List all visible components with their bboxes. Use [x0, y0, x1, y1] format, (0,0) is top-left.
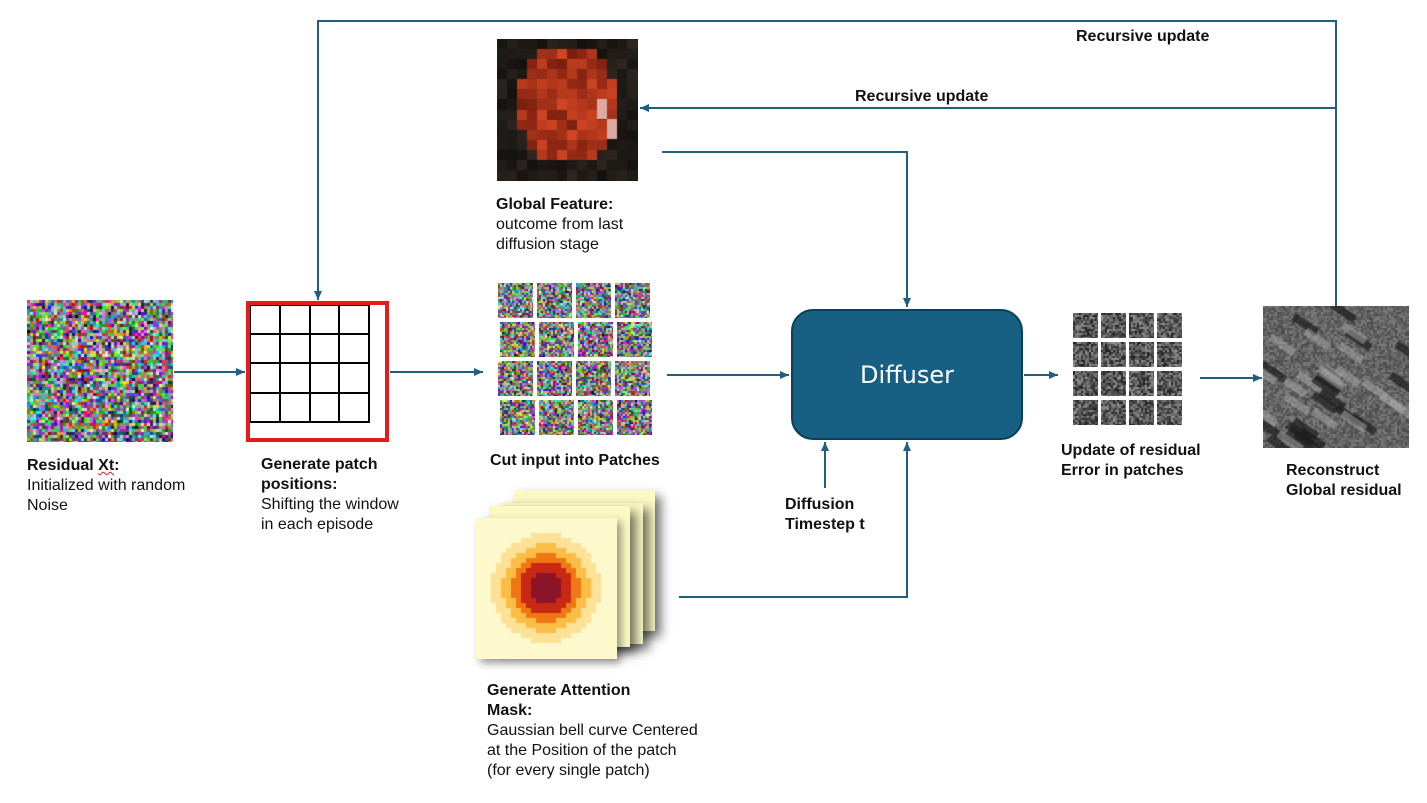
noise-patch-tile — [576, 361, 611, 396]
attention-mask-line2: at the Position of the patch — [487, 742, 677, 759]
global-feature-title: Global Feature: — [496, 196, 614, 213]
noise-patch-tile — [539, 400, 574, 435]
recursive-update-inner-label: Recursive update — [855, 88, 989, 105]
recursive-update-outer-label: Recursive update — [1076, 28, 1210, 45]
residual-line1: Initialized with random — [27, 477, 186, 494]
update-patch-tile — [1157, 371, 1182, 396]
diffuser-label: Diffuser — [859, 360, 955, 389]
noise-patch-tile — [615, 361, 650, 396]
patch-positions-label: Generate patch positions: Shifting the w… — [261, 455, 399, 535]
cut-patches-label: Cut input into Patches — [490, 452, 660, 469]
update-residual-label: Update of residual Error in patches — [1061, 441, 1201, 481]
residual-title: Residual Xt: — [27, 457, 120, 474]
noise-patch-tile — [576, 283, 611, 318]
update-patch-tile — [1157, 313, 1182, 338]
update-patch-tile — [1157, 342, 1182, 367]
update-patch-tile — [1073, 371, 1098, 396]
global-feature-image — [497, 39, 638, 181]
noise-patch-tile — [617, 322, 652, 357]
reconstruct-line1: Reconstruct — [1286, 462, 1380, 479]
noise-patch-tile — [500, 322, 535, 357]
arrow-mask-to-diffuser — [679, 442, 911, 598]
noise-patch-tile — [617, 400, 652, 435]
reconstruct-line2: Global residual — [1286, 482, 1402, 499]
reconstruct-label: Reconstruct Global residual — [1286, 461, 1402, 501]
update-patch-tile — [1073, 400, 1098, 425]
update-patch-tile — [1129, 371, 1154, 396]
attention-mask-label: Generate Attention Mask: Gaussian bell c… — [487, 681, 698, 781]
patch-positions-line1: Shifting the window — [261, 496, 399, 513]
noise-patch-tile — [500, 400, 535, 435]
update-patch-tile — [1101, 342, 1126, 367]
noise-patch-tile — [537, 361, 572, 396]
update-patch-tile — [1073, 313, 1098, 338]
update-patch-tile — [1101, 400, 1126, 425]
attention-mask-line1: Gaussian bell curve Centered — [487, 722, 698, 739]
update-patch-tile — [1073, 342, 1098, 367]
global-feature-line1: outcome from last — [496, 216, 624, 233]
update-residual-line1: Update of residual — [1061, 442, 1201, 459]
timestep-line1: Diffusion — [785, 496, 855, 513]
patch-positions-title2: positions: — [261, 476, 338, 493]
attention-mask-title1: Generate Attention — [487, 682, 631, 699]
diffuser-block: Diffuser — [791, 309, 1023, 440]
update-residual-line2: Error in patches — [1061, 462, 1184, 479]
attention-mask-image — [476, 518, 617, 659]
noise-patch-tile — [578, 322, 613, 357]
noise-patch-tile — [578, 400, 613, 435]
global-feature-line2: diffusion stage — [496, 236, 599, 253]
attention-mask-title2: Mask: — [487, 702, 533, 719]
noise-patch-tile — [615, 283, 650, 318]
noise-patch-tile — [498, 283, 533, 318]
update-patch-tile — [1129, 400, 1154, 425]
timestep-label: Diffusion Timestep t — [785, 495, 865, 535]
timestep-line2: Timestep t — [785, 516, 865, 533]
attention-mask-line3: (for every single patch) — [487, 762, 650, 779]
update-patch-tile — [1101, 371, 1126, 396]
residual-line2: Noise — [27, 497, 68, 514]
noise-patch-tile — [537, 283, 572, 318]
noise-patch-tile — [539, 322, 574, 357]
global-feature-label: Global Feature: outcome from last diffus… — [496, 195, 623, 255]
patch-positions-title1: Generate patch — [261, 456, 378, 473]
update-patch-tile — [1129, 313, 1154, 338]
update-patch-tile — [1157, 400, 1182, 425]
residual-label: Residual Xt: Initialized with random Noi… — [27, 456, 185, 516]
noise-patches — [498, 283, 653, 438]
arrow-recursive-outer — [314, 20, 1337, 306]
update-patch-tile — [1101, 313, 1126, 338]
reconstructed-residual-image — [1263, 306, 1409, 448]
update-patch-tile — [1129, 342, 1154, 367]
noise-patch-tile — [498, 361, 533, 396]
arrow-global-feature-to-diffuser — [662, 151, 911, 307]
patch-positions-line2: in each episode — [261, 516, 374, 533]
residual-noise-image — [27, 300, 173, 442]
update-patches — [1073, 313, 1185, 427]
patch-position-grid — [246, 301, 389, 442]
